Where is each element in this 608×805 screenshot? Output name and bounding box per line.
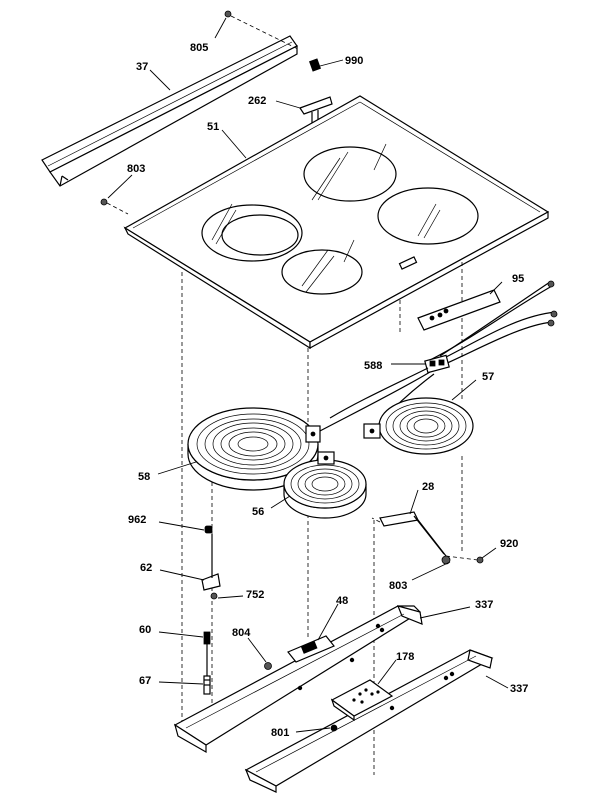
callout-95: 95 [512,273,524,285]
rear-trim-strip [41,35,298,187]
callout-337-lower: 337 [510,683,528,695]
callout-57: 57 [482,371,494,383]
support-channel-upper [173,605,423,754]
callout-62: 62 [140,562,152,574]
callout-56: 56 [252,506,264,518]
callout-28: 28 [422,481,434,493]
pin-67 [203,675,211,695]
callout-920: 920 [500,538,518,550]
callout-337-upper: 337 [475,599,493,611]
screw-805 [224,10,301,51]
callout-262: 262 [248,95,266,107]
screw-804 [264,662,272,670]
leader-lines [107,17,509,733]
callout-51: 51 [207,121,219,133]
bracket-62 [201,534,221,600]
callout-804: 804 [232,627,251,639]
callout-58: 58 [138,471,150,483]
glass-cooktop [123,95,550,350]
bracket-28 [371,511,484,564]
clip-990 [309,58,321,72]
callout-67: 67 [139,675,151,687]
callout-48: 48 [336,595,348,607]
spring-962 [204,525,213,534]
screw-801 [330,724,338,732]
callout-805: 805 [190,42,208,54]
callout-803-lower: 803 [389,580,407,592]
screw-803-left [100,198,129,215]
surface-unit-56 [283,451,367,519]
alignment-lines [181,262,463,775]
callout-588: 588 [364,360,382,372]
callout-labels: 805 990 37 262 51 803 95 588 57 58 56 28… [127,42,528,739]
callout-752: 752 [246,589,264,601]
spacer-60 [203,631,211,676]
callout-37: 37 [136,61,148,73]
callout-803-upper: 803 [127,163,145,175]
callout-178: 178 [396,651,414,663]
callout-801: 801 [271,727,289,739]
callout-962: 962 [128,514,146,526]
support-channel-lower [244,649,494,793]
wiring-harness [317,280,558,433]
bracket-48 [287,635,335,663]
callout-60: 60 [139,624,151,636]
surface-unit-57 [363,397,474,455]
callout-990: 990 [345,55,363,67]
module-178 [330,679,394,722]
